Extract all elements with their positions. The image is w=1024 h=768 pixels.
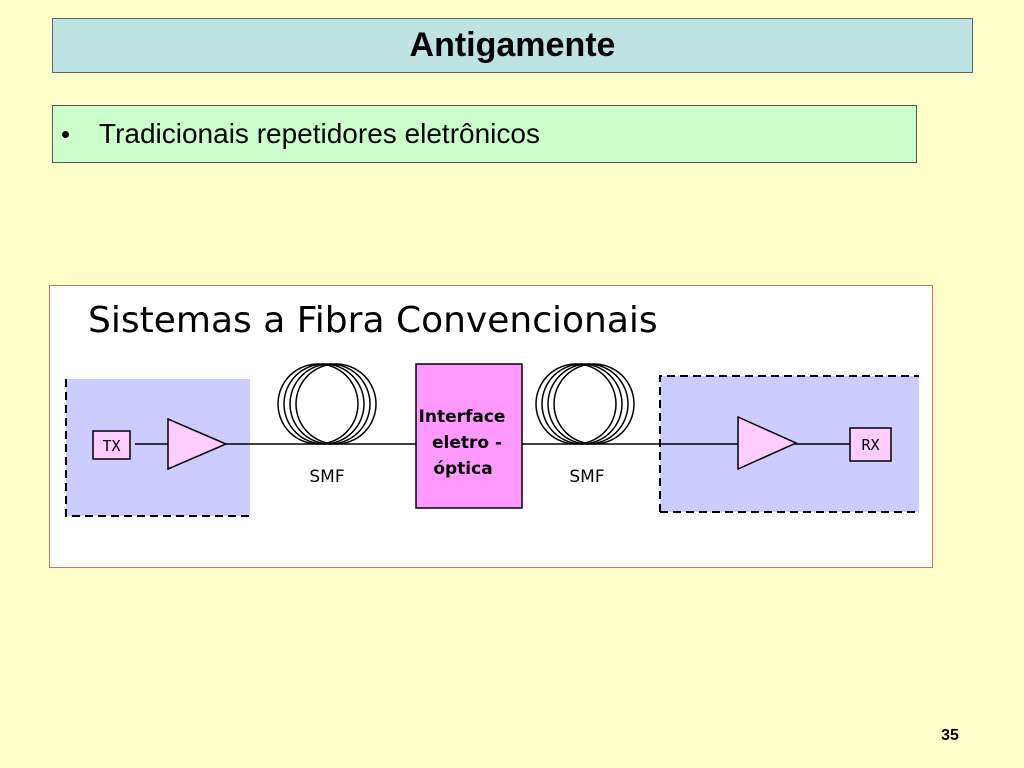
electro-optic-interface: [415, 363, 523, 509]
slide-title-box: Antigamente: [52, 18, 973, 73]
tx-amplifier-icon: [167, 417, 228, 471]
fiber-coil-right-icon: [535, 363, 635, 445]
fiber-right-label: SMF: [569, 467, 604, 487]
fiber-left-label: SMF: [309, 467, 344, 487]
page-number: 35: [941, 727, 959, 744]
diagram-canvas: Sistemas a Fibra Convencionais TX SMF In…: [65, 300, 919, 517]
rx-amplifier-icon: [737, 415, 798, 471]
rx-box: [849, 427, 892, 462]
rx-label: RX: [861, 436, 879, 454]
transmitter-station-border: [65, 379, 250, 517]
diagram-heading: Sistemas a Fibra Convencionais: [88, 300, 658, 341]
interface-label-line2: eletro -: [432, 433, 502, 453]
receiver-station-border-top-left: [659, 375, 919, 512]
tx-label: TX: [102, 437, 120, 455]
tx-box: [92, 430, 131, 460]
interface-label-line3: óptica: [433, 459, 492, 479]
fiber-coil-left-icon: [277, 363, 377, 445]
slide-title: Antigamente: [409, 26, 616, 64]
bullet-marker: •: [61, 118, 71, 149]
fiber-system-diagram: Sistemas a Fibra Convencionais TX SMF In…: [49, 285, 933, 568]
interface-label-line1: Interface: [419, 407, 506, 427]
bullet-text: Tradicionais repetidores eletrônicos: [99, 118, 540, 149]
bullet-box: • Tradicionais repetidores eletrônicos: [52, 105, 917, 163]
